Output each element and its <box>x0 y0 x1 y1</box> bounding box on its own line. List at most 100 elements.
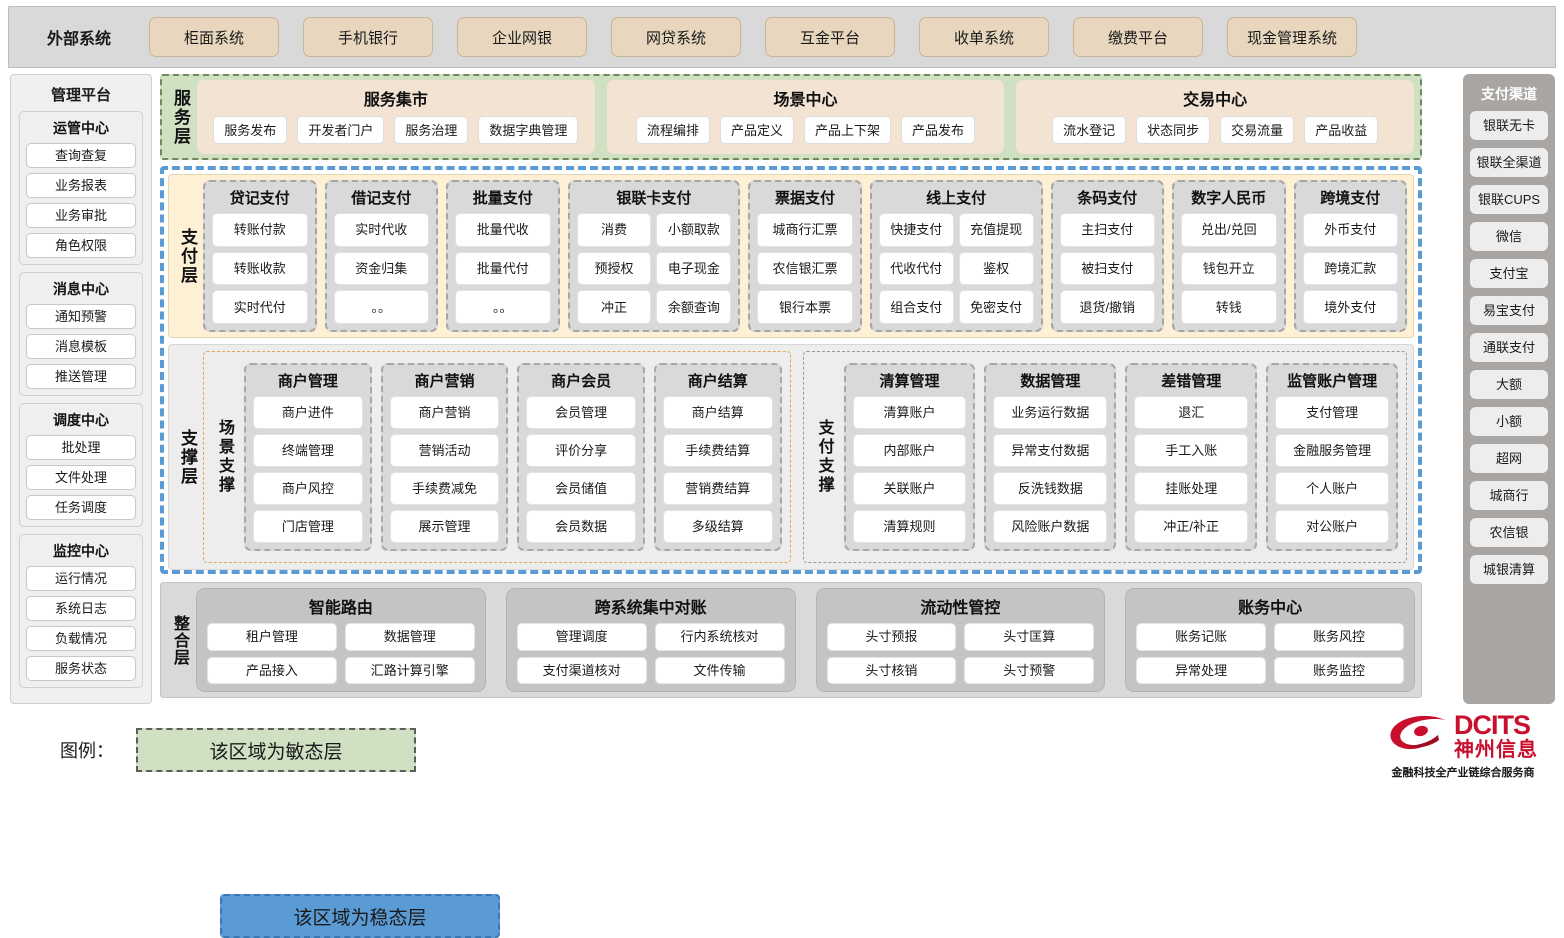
external-system-item[interactable]: 互金平台 <box>765 17 895 57</box>
payment-item[interactable]: 电子现金 <box>656 251 732 286</box>
payment-item[interactable]: 被扫支付 <box>1059 251 1156 286</box>
external-system-item[interactable]: 柜面系统 <box>149 17 279 57</box>
support-item[interactable]: 评价分享 <box>526 434 636 467</box>
external-system-item[interactable]: 收单系统 <box>919 17 1049 57</box>
payment-item[interactable]: 冲正 <box>576 290 652 324</box>
payment-channel-item[interactable]: 易宝支付 <box>1470 296 1548 325</box>
support-item[interactable]: 清算规则 <box>852 510 967 543</box>
support-item[interactable]: 营销费结算 <box>662 472 773 505</box>
payment-item[interactable]: 资金归集 <box>333 251 430 286</box>
support-item[interactable]: 支付管理 <box>1275 396 1389 429</box>
payment-item[interactable]: 农信银汇票 <box>757 251 853 286</box>
management-item[interactable]: 角色权限 <box>26 233 136 258</box>
support-item[interactable]: 商户风控 <box>253 472 363 505</box>
service-item[interactable]: 数据字典管理 <box>478 116 579 144</box>
payment-item[interactable]: 城商行汇票 <box>757 213 853 247</box>
support-item[interactable]: 异常支付数据 <box>993 434 1108 467</box>
support-item[interactable]: 业务运行数据 <box>993 396 1108 429</box>
payment-item[interactable]: 快捷支付 <box>878 213 954 247</box>
support-item[interactable]: 对公账户 <box>1275 510 1389 543</box>
payment-item[interactable]: 实时代付 <box>212 290 308 324</box>
management-item[interactable]: 服务状态 <box>26 656 136 681</box>
integration-item[interactable]: 账务风控 <box>1274 623 1404 651</box>
support-item[interactable]: 终端管理 <box>253 434 363 467</box>
service-item[interactable]: 开发者门户 <box>297 116 385 144</box>
support-item[interactable]: 冲正/补正 <box>1134 510 1249 543</box>
service-item[interactable]: 服务治理 <box>394 116 469 144</box>
payment-channel-item[interactable]: 微信 <box>1470 222 1548 251</box>
payment-item[interactable]: 充值提现 <box>958 213 1034 247</box>
payment-channel-item[interactable]: 通联支付 <box>1470 333 1548 362</box>
support-item[interactable]: 退汇 <box>1134 396 1249 429</box>
payment-channel-item[interactable]: 农信银 <box>1470 518 1548 547</box>
payment-item[interactable]: 鉴权 <box>958 251 1034 286</box>
support-item[interactable]: 个人账户 <box>1275 472 1389 505</box>
payment-item[interactable]: 跨境汇款 <box>1302 251 1399 286</box>
management-item[interactable]: 任务调度 <box>26 495 136 520</box>
integration-item[interactable]: 数据管理 <box>344 623 475 651</box>
management-item[interactable]: 运行情况 <box>26 566 136 591</box>
management-item[interactable]: 查询查复 <box>26 143 136 168</box>
service-item[interactable]: 流程编排 <box>635 116 710 144</box>
payment-channel-item[interactable]: 银联全渠道 <box>1470 148 1548 177</box>
payment-item[interactable]: 外币支付 <box>1302 213 1399 247</box>
management-item[interactable]: 文件处理 <box>26 465 136 490</box>
management-item[interactable]: 业务报表 <box>26 173 136 198</box>
support-item[interactable]: 反洗钱数据 <box>993 472 1108 505</box>
payment-channel-item[interactable]: 银联CUPS <box>1470 185 1548 214</box>
support-item[interactable]: 会员管理 <box>526 396 636 429</box>
support-item[interactable]: 营销活动 <box>389 434 500 467</box>
payment-item[interactable]: 小额取款 <box>656 213 732 247</box>
payment-item[interactable]: 代收代付 <box>878 251 954 286</box>
integration-item[interactable]: 文件传输 <box>654 656 785 684</box>
external-system-item[interactable]: 现金管理系统 <box>1227 17 1357 57</box>
support-item[interactable]: 会员储值 <box>526 472 636 505</box>
support-item[interactable]: 展示管理 <box>389 510 500 543</box>
integration-item[interactable]: 头寸核销 <box>826 656 957 684</box>
payment-item[interactable]: 转账收款 <box>212 251 308 286</box>
support-item[interactable]: 关联账户 <box>852 472 967 505</box>
management-item[interactable]: 消息模板 <box>26 334 136 359</box>
support-item[interactable]: 会员数据 <box>526 510 636 543</box>
payment-item[interactable]: 主扫支付 <box>1059 213 1156 247</box>
payment-item[interactable]: 消费 <box>576 213 652 247</box>
service-item[interactable]: 服务发布 <box>213 116 288 144</box>
support-item[interactable]: 商户进件 <box>253 396 363 429</box>
payment-item[interactable]: 组合支付 <box>878 290 954 324</box>
payment-channel-item[interactable]: 城银清算 <box>1470 555 1548 584</box>
support-item[interactable]: 金融服务管理 <box>1275 434 1389 467</box>
integration-item[interactable]: 产品接入 <box>207 656 337 684</box>
payment-item[interactable]: 余额查询 <box>656 290 732 324</box>
payment-item[interactable]: 钱包开立 <box>1181 251 1277 286</box>
integration-item[interactable]: 头寸预报 <box>826 623 957 651</box>
external-system-item[interactable]: 缴费平台 <box>1073 17 1203 57</box>
payment-item[interactable]: 批量代付 <box>455 251 551 286</box>
external-system-item[interactable]: 手机银行 <box>303 17 433 57</box>
payment-item[interactable]: 。。 <box>333 290 430 324</box>
management-item[interactable]: 批处理 <box>26 435 136 460</box>
payment-item[interactable]: 银行本票 <box>757 290 853 324</box>
payment-item[interactable]: 转账付款 <box>212 213 308 247</box>
payment-channel-item[interactable]: 支付宝 <box>1470 259 1548 288</box>
service-item[interactable]: 状态同步 <box>1136 116 1211 144</box>
support-item[interactable]: 商户营销 <box>389 396 500 429</box>
service-item[interactable]: 产品上下架 <box>804 116 892 144</box>
integration-item[interactable]: 管理调度 <box>516 623 647 651</box>
service-item[interactable]: 交易流量 <box>1220 116 1295 144</box>
support-item[interactable]: 手续费减免 <box>389 472 500 505</box>
service-item[interactable]: 产品发布 <box>901 116 976 144</box>
payment-channel-item[interactable]: 银联无卡 <box>1470 111 1548 140</box>
integration-item[interactable]: 汇路计算引擎 <box>344 656 475 684</box>
integration-item[interactable]: 账务监控 <box>1274 656 1404 684</box>
integration-item[interactable]: 行内系统核对 <box>654 623 785 651</box>
integration-item[interactable]: 支付渠道核对 <box>516 656 647 684</box>
payment-item[interactable]: 境外支付 <box>1302 290 1399 324</box>
integration-item[interactable]: 头寸预警 <box>964 656 1095 684</box>
payment-item[interactable]: 实时代收 <box>333 213 430 247</box>
support-item[interactable]: 门店管理 <box>253 510 363 543</box>
support-item[interactable]: 挂账处理 <box>1134 472 1249 505</box>
integration-item[interactable]: 租户管理 <box>207 623 337 651</box>
payment-item[interactable]: 转钱 <box>1181 290 1277 324</box>
payment-channel-item[interactable]: 超网 <box>1470 444 1548 473</box>
payment-channel-item[interactable]: 大额 <box>1470 370 1548 399</box>
